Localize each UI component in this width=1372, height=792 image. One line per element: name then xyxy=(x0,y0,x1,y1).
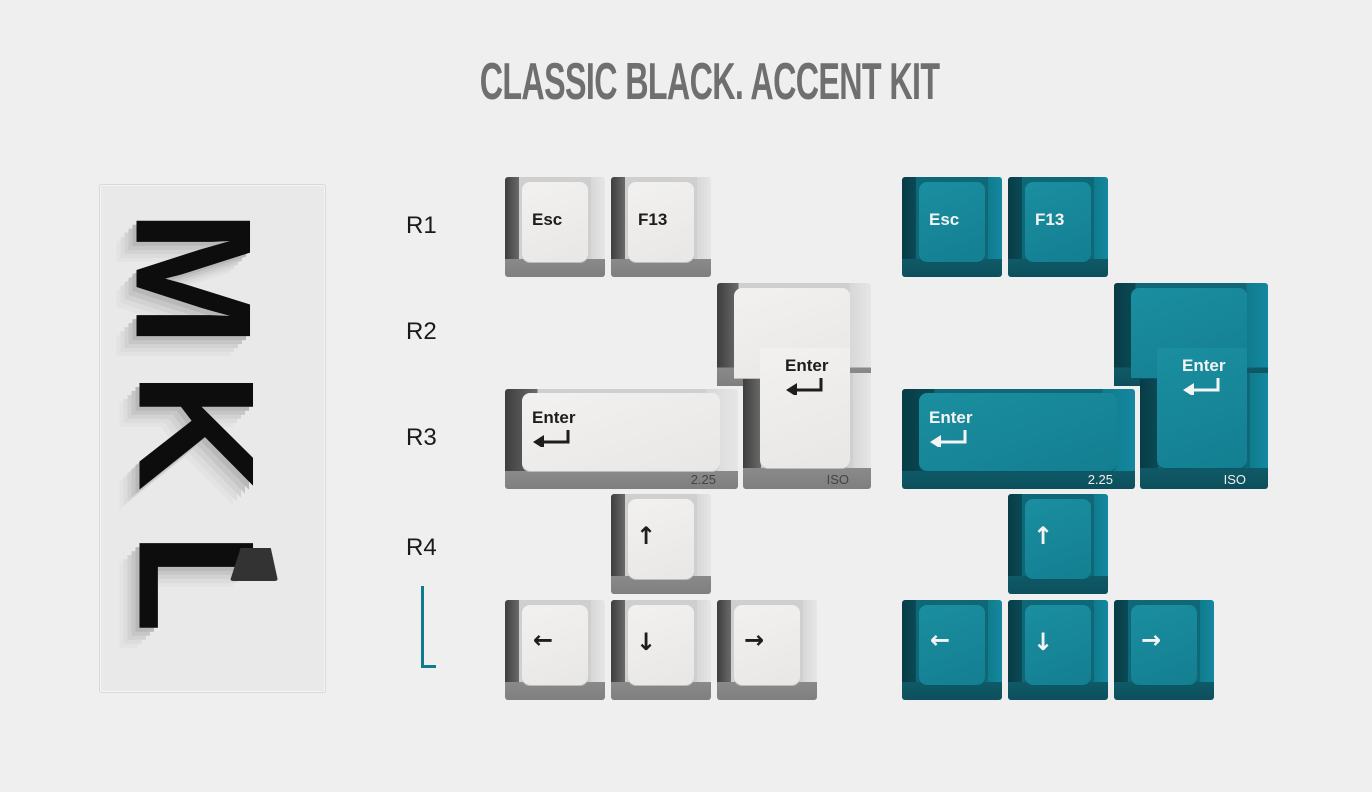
logo-letter-m: M xyxy=(101,209,286,348)
key-iso-enter-white[interactable]: Enter ISO xyxy=(717,283,871,489)
row-label-r4: R4 xyxy=(406,534,437,561)
right-arrow-icon: → xyxy=(744,626,765,654)
key-size-label: 2.25 xyxy=(1087,472,1113,487)
left-arrow-icon: ← xyxy=(533,626,554,654)
down-arrow-icon: ↓ xyxy=(636,628,657,656)
key-right-white[interactable]: → xyxy=(717,600,817,700)
key-legend: Enter xyxy=(929,408,973,427)
return-arrow-icon xyxy=(785,377,823,395)
key-right-teal[interactable]: → xyxy=(1114,600,1214,700)
return-arrow-icon xyxy=(532,429,570,447)
key-left-white[interactable]: ← xyxy=(505,600,605,700)
logo-letter-k: K xyxy=(104,371,289,492)
key-down-teal[interactable]: ↓ xyxy=(1008,600,1108,700)
key-left-teal[interactable]: ← xyxy=(902,600,1002,700)
return-arrow-icon xyxy=(1182,377,1220,395)
key-f13-white[interactable]: F13 xyxy=(611,177,711,277)
key-up-teal[interactable]: ↑ xyxy=(1008,494,1108,594)
key-size-label: ISO xyxy=(826,472,849,487)
row-label-r2: R2 xyxy=(406,318,437,345)
key-legend: Enter xyxy=(785,356,829,375)
key-legend: Esc xyxy=(929,210,960,229)
row-label-r1: R1 xyxy=(406,212,437,239)
down-arrow-icon: ↓ xyxy=(1033,628,1054,656)
left-arrow-icon: ← xyxy=(930,626,951,654)
key-down-white[interactable]: ↓ xyxy=(611,600,711,700)
key-esc-teal[interactable]: Esc xyxy=(902,177,1002,277)
mkl-logo-card xyxy=(99,184,326,693)
key-iso-enter-teal[interactable]: Enter ISO xyxy=(1114,283,1268,489)
key-size-label: 2.25 xyxy=(690,472,716,487)
right-arrow-icon: → xyxy=(1141,626,1162,654)
row-label-r3: R3 xyxy=(406,424,437,451)
logo-letter-l: L xyxy=(104,532,289,633)
page-title: CLASSIC BLACK. ACCENT KIT xyxy=(479,53,940,111)
key-legend: F13 xyxy=(1035,210,1065,229)
key-legend: F13 xyxy=(638,210,668,229)
key-up-white[interactable]: ↑ xyxy=(611,494,711,594)
up-arrow-icon: ↑ xyxy=(1033,522,1054,550)
key-legend: Enter xyxy=(532,408,576,427)
key-size-label: ISO xyxy=(1223,472,1246,487)
row4-bracket xyxy=(421,586,436,668)
up-arrow-icon: ↑ xyxy=(636,522,657,550)
key-legend: Enter xyxy=(1182,356,1226,375)
key-enter-225-white[interactable]: Enter 2.25 xyxy=(505,389,738,489)
key-enter-225-teal[interactable]: Enter 2.25 xyxy=(902,389,1135,489)
key-esc-white[interactable]: Esc xyxy=(505,177,605,277)
key-f13-teal[interactable]: F13 xyxy=(1008,177,1108,277)
return-arrow-icon xyxy=(929,429,967,447)
key-legend: Esc xyxy=(532,210,563,229)
